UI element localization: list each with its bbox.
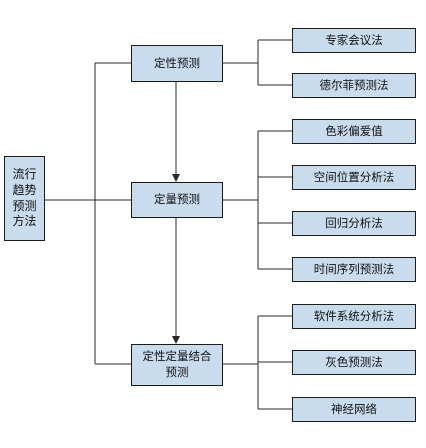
category-node-quantitative: 定量预测 <box>131 182 223 218</box>
category-node-combined: 定性定量结合预测 <box>131 344 223 386</box>
method-node: 神经网络 <box>292 397 416 422</box>
category-node-qualitative: 定性预测 <box>131 45 223 82</box>
method-node: 色彩偏爱值 <box>292 119 416 144</box>
method-node: 软件系统分析法 <box>292 304 416 329</box>
method-node: 时间序列预测法 <box>292 257 416 282</box>
method-node: 德尔菲预测法 <box>292 73 416 98</box>
root-node: 流行趋势预测方法 <box>4 156 45 241</box>
method-node: 灰色预测法 <box>292 350 416 375</box>
method-node: 回归分析法 <box>292 211 416 236</box>
method-node: 空间位置分析法 <box>292 165 416 190</box>
method-node: 专家会议法 <box>292 28 416 53</box>
